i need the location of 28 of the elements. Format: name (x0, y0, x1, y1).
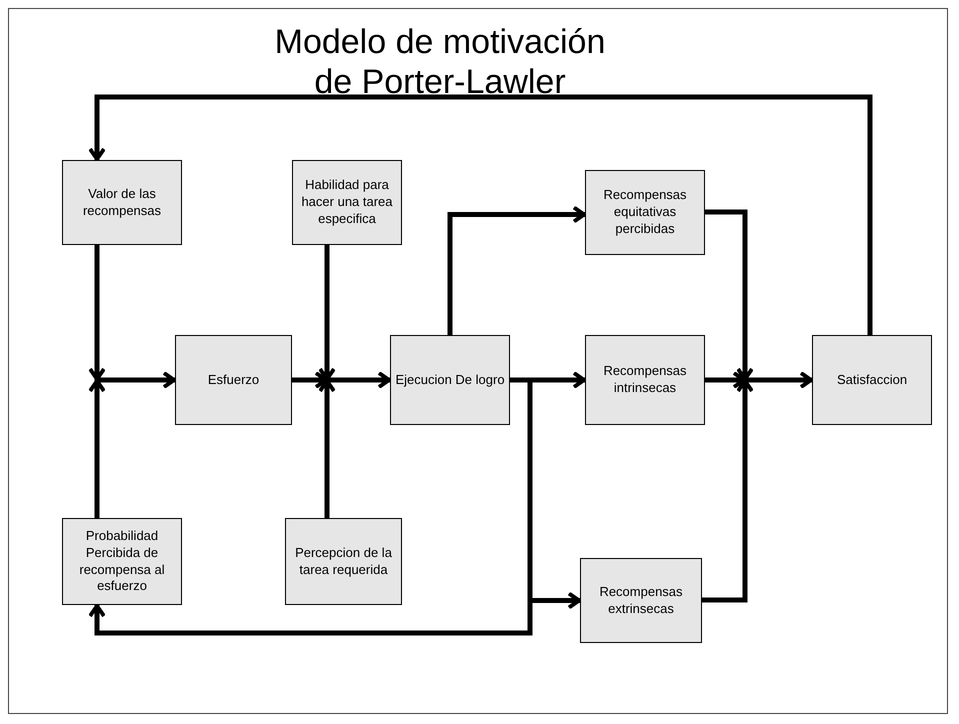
box-label: Satisfaccion (836, 372, 908, 388)
arrow (448, 206, 586, 335)
process-box (62, 518, 182, 605)
box-label: Recompensas intrinsecas (602, 363, 688, 397)
box-label: Esfuerzo (208, 372, 260, 388)
box-label: Valor de las recompensas (82, 186, 162, 220)
arrow (88, 245, 106, 381)
process-box (585, 335, 705, 425)
arrow (88, 94, 872, 335)
box-label: Ejecucion De logro (395, 372, 505, 388)
arrow (327, 371, 391, 389)
process-box (175, 335, 292, 425)
title: Modelo de motivación de Porter-Lawler (274, 22, 606, 102)
box-label: Habilidad para hacer una tarea especifica (300, 177, 394, 228)
process-box (580, 558, 702, 643)
process-box (292, 160, 402, 245)
process-box (585, 170, 705, 255)
arrow (88, 379, 106, 518)
arrow (745, 371, 813, 389)
box-label: Recompensas extrinsecas (598, 584, 684, 618)
arrow (97, 371, 176, 389)
box-label: Recompensas equitativas percibidas (602, 187, 688, 238)
process-box (62, 160, 182, 245)
process-box (390, 335, 510, 425)
process-box (812, 335, 932, 425)
box-label: Probabilidad Percibida de recompensa al esfuerzo (78, 528, 166, 596)
box-label: Percepcion de la tarea requerida (294, 544, 393, 578)
process-box (285, 518, 402, 605)
